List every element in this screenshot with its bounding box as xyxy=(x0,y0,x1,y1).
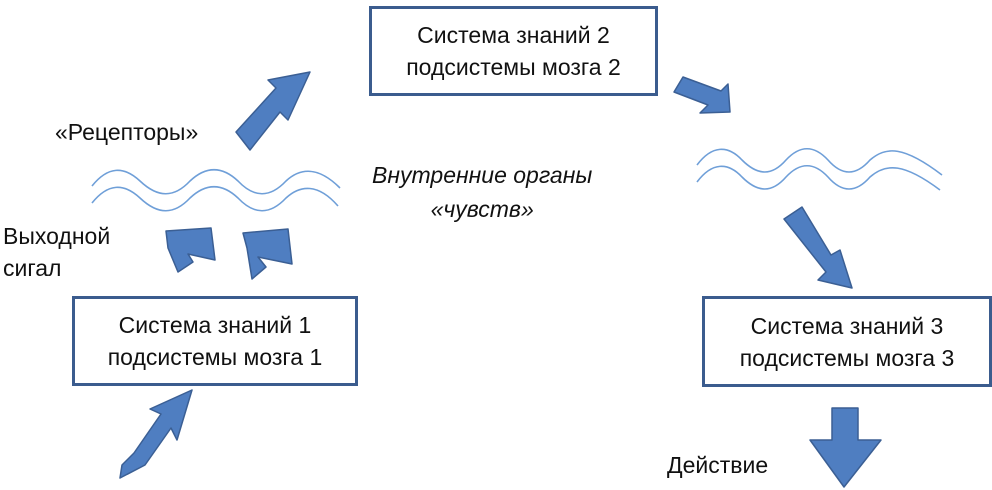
output-label-line2: сигал xyxy=(3,255,62,281)
knowledge-system-3-box: Система знаний 3 подсистемы мозга 3 xyxy=(702,296,992,387)
arrow-receptors-to-box2 xyxy=(235,71,311,151)
box1-line1: Система знаний 1 xyxy=(118,312,312,338)
wave-left-top xyxy=(91,168,341,195)
box1-line2: подсистемы мозга 1 xyxy=(107,344,323,370)
output-label-line1: Выходной xyxy=(3,223,111,249)
knowledge-system-2-box: Система знаний 2 подсистемы мозга 2 xyxy=(369,6,658,96)
arrow-input-to-box1 xyxy=(119,389,193,479)
box2-line1: Система знаний 2 xyxy=(417,22,610,48)
arrow-box2-to-waves xyxy=(673,76,731,114)
inner-label-line1: Внутренние органы xyxy=(372,162,593,188)
box3-line2: подсистемы мозга 3 xyxy=(739,344,955,371)
inner-label-line2: «чувств» xyxy=(430,196,534,222)
arrow-waves-to-box3 xyxy=(783,206,853,289)
action-label: Действие xyxy=(667,452,769,478)
wave-right-top xyxy=(696,147,943,176)
box3-line1: Система знаний 3 xyxy=(750,312,944,339)
inner-sense-organs-label: Внутренние органы «чувств» xyxy=(372,158,592,226)
box2-line2: подсистемы мозга 2 xyxy=(406,54,621,80)
arrow-action-down xyxy=(809,407,882,488)
knowledge-system-1-box: Система знаний 1 подсистемы мозга 1 xyxy=(72,296,358,386)
arrow-up-small-right xyxy=(242,228,293,280)
receptors-label: «Рецепторы» xyxy=(55,119,199,145)
arrow-up-small-left xyxy=(165,227,216,273)
wave-left-bottom xyxy=(91,185,339,212)
output-signal-label: Выходной сигал xyxy=(3,220,110,284)
wave-right-bottom xyxy=(696,164,941,191)
